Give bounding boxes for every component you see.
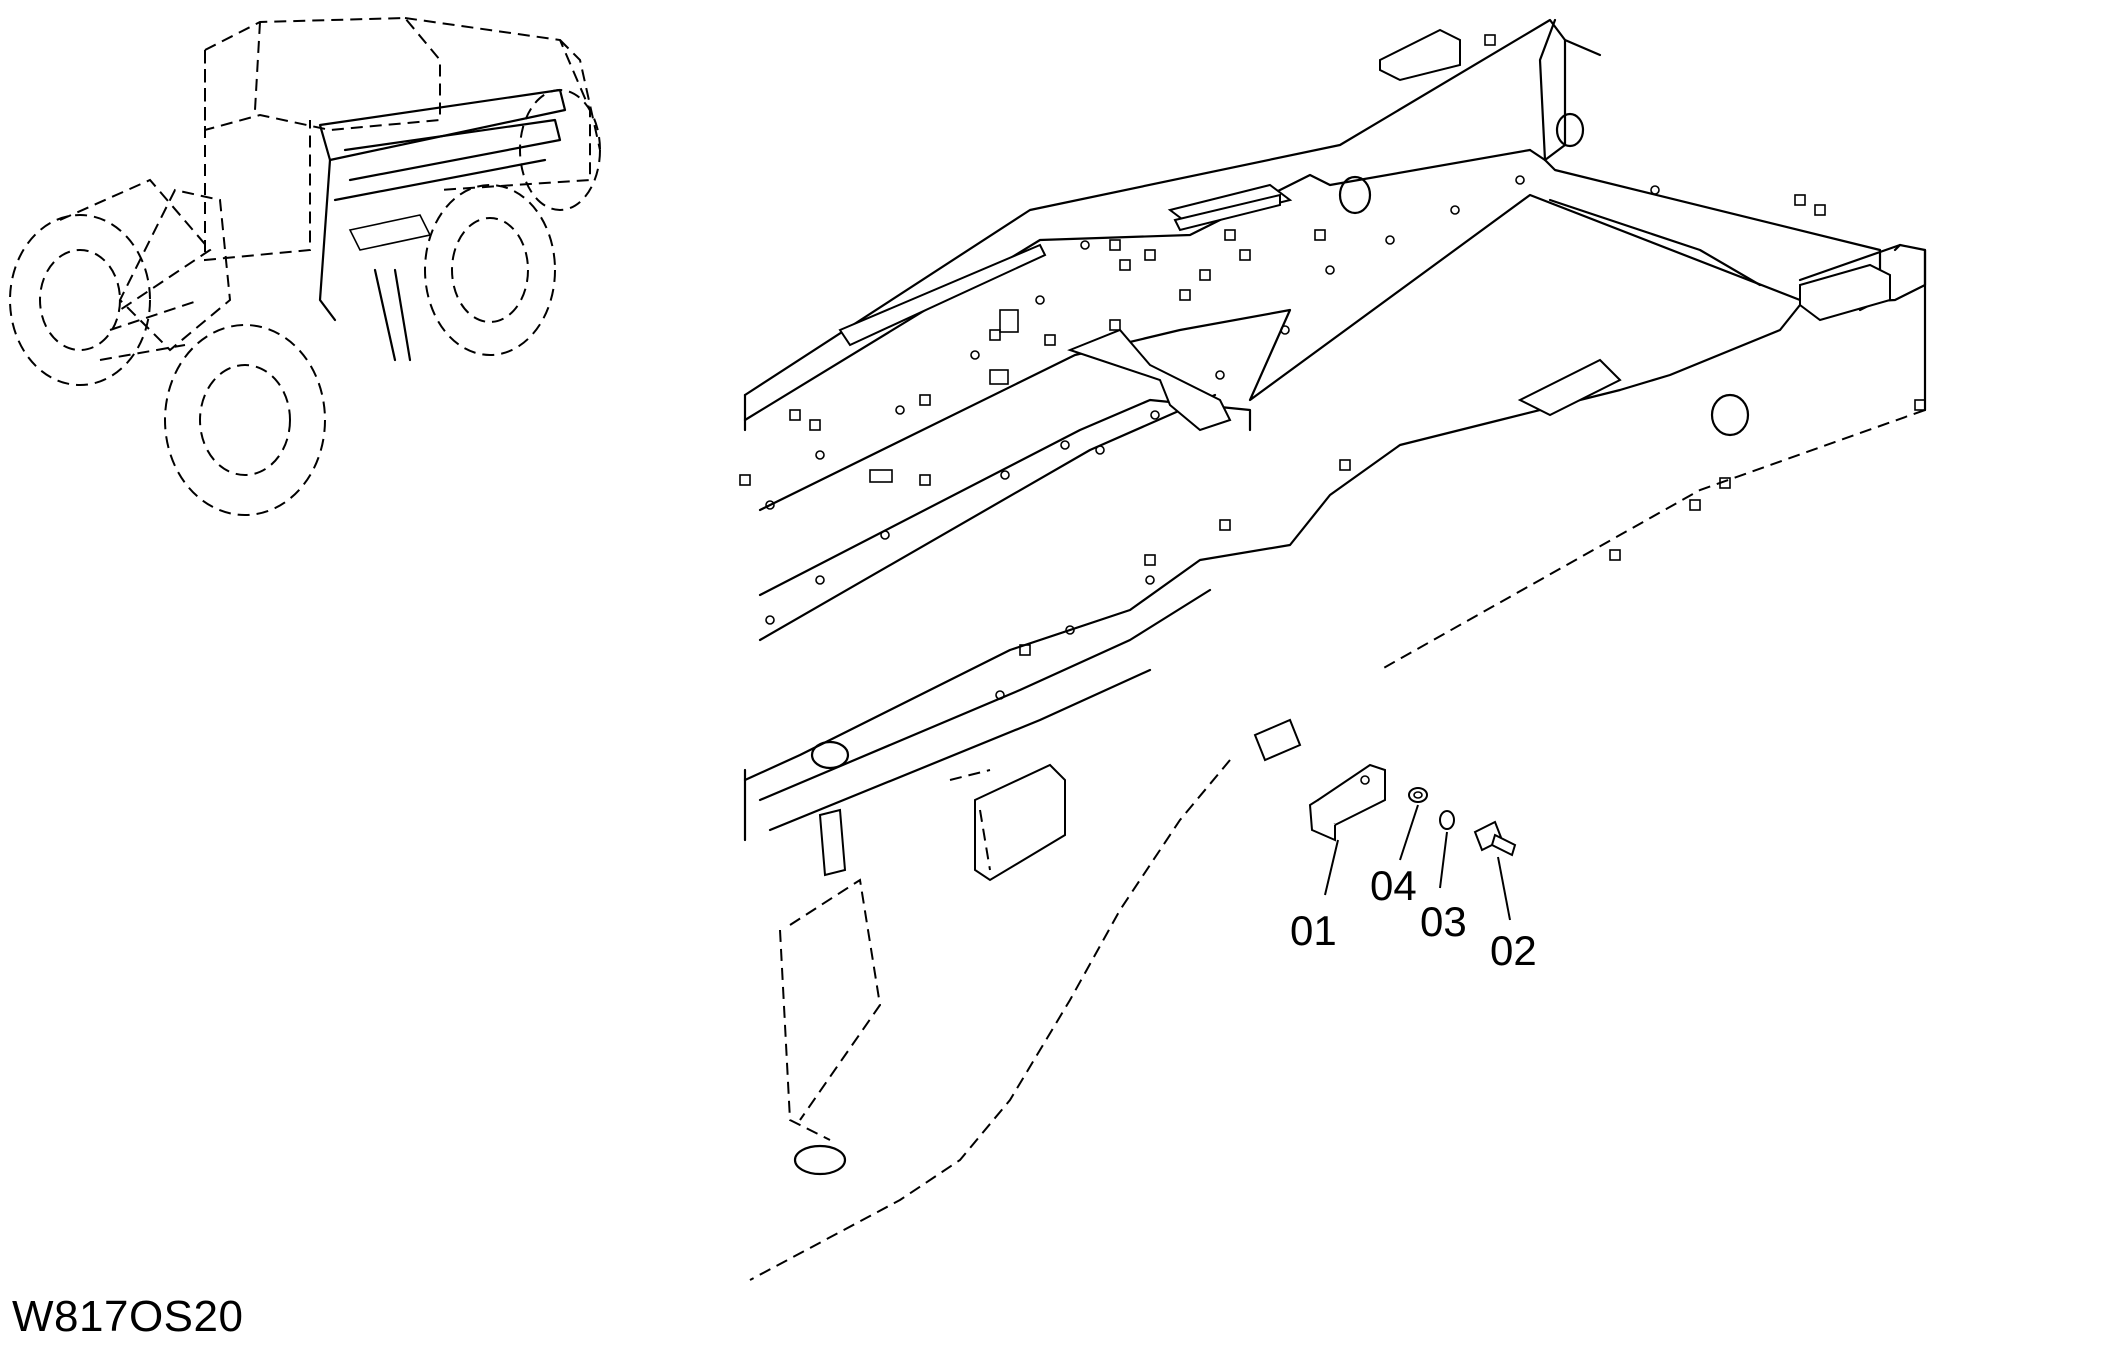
leader-02	[1497, 856, 1511, 921]
bolt-part-02	[1473, 820, 1517, 857]
callout-04: 04	[1370, 862, 1417, 909]
machine-locator-thumbnail	[9, 16, 601, 516]
drawing-code-label: W817OS20	[12, 1292, 244, 1341]
callout-02: 02	[1490, 927, 1537, 974]
callout-03: 03	[1420, 898, 1467, 945]
leader-03	[1439, 831, 1448, 889]
washer-part-04	[1408, 787, 1428, 803]
main-frame	[739, 18, 1927, 1281]
leader-01	[1324, 839, 1339, 896]
leader-04	[1399, 804, 1419, 861]
callout-01: 01	[1290, 907, 1337, 954]
bracket-part-01	[1253, 718, 1386, 842]
lock-washer-part-03	[1439, 810, 1455, 830]
